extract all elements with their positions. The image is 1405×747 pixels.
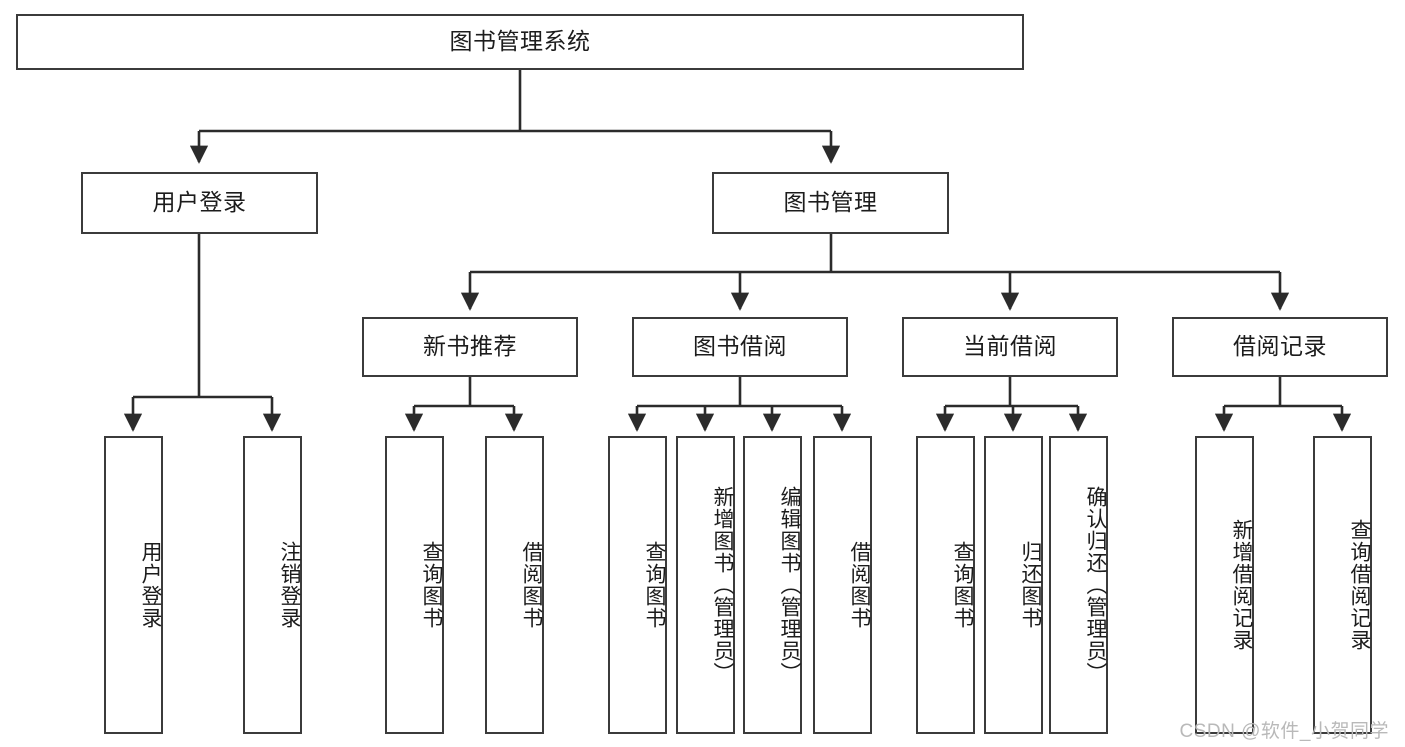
leaf-borrow-query-book[interactable]: 查询图书 [608,436,667,734]
node-label: 借阅记录 [1233,333,1327,360]
node-label: 查询图书 [951,541,974,629]
node-label: 归还图书 [1019,541,1042,629]
leaf-current-return-book[interactable]: 归还图书 [984,436,1043,734]
leaf-recommend-query-book[interactable]: 查询图书 [385,436,444,734]
leaf-record-add-borrow-record[interactable]: 新增借阅记录 [1195,436,1254,734]
node-user-login[interactable]: 用户登录 [81,172,318,234]
node-label: 注销登录 [278,541,301,629]
node-label: 新增借阅记录 [1230,519,1253,651]
node-new-book-recommend[interactable]: 新书推荐 [362,317,578,377]
leaf-current-confirm-return-admin[interactable]: 确认归还（管理员） [1049,436,1108,734]
node-label: 查询图书 [420,541,443,629]
leaf-record-query-borrow-record[interactable]: 查询借阅记录 [1313,436,1372,734]
node-label: 新书推荐 [423,333,517,360]
node-label: 新增图书（管理员） [711,486,734,684]
node-book-management[interactable]: 图书管理 [712,172,949,234]
node-label: 图书管理 [783,189,878,216]
node-label: 借阅图书 [848,541,871,629]
node-label: 用户登录 [152,189,247,216]
node-label: 确认归还（管理员） [1084,486,1107,684]
leaf-borrow-edit-book-admin[interactable]: 编辑图书（管理员） [743,436,802,734]
node-label: 查询图书 [643,541,666,629]
leaf-borrow-borrow-book[interactable]: 借阅图书 [813,436,872,734]
node-label: 当前借阅 [963,333,1057,360]
leaf-borrow-add-book-admin[interactable]: 新增图书（管理员） [676,436,735,734]
node-borrow-record[interactable]: 借阅记录 [1172,317,1388,377]
leaf-recommend-borrow-book[interactable]: 借阅图书 [485,436,544,734]
node-current-borrow[interactable]: 当前借阅 [902,317,1118,377]
node-label: 借阅图书 [520,541,543,629]
leaf-user-login-signout[interactable]: 注销登录 [243,436,302,734]
csdn-watermark: CSDN @软件_小贺同学 [1179,721,1389,742]
node-root-book-management-system[interactable]: 图书管理系统 [16,14,1024,70]
node-label: 图书借阅 [693,333,787,360]
node-label: 查询借阅记录 [1348,519,1371,651]
node-book-borrow[interactable]: 图书借阅 [632,317,848,377]
leaf-current-query-book[interactable]: 查询图书 [916,436,975,734]
node-label: 编辑图书（管理员） [778,486,801,684]
leaf-user-login-signin[interactable]: 用户登录 [104,436,163,734]
node-label: 用户登录 [139,541,162,629]
node-label: 图书管理系统 [449,28,591,55]
